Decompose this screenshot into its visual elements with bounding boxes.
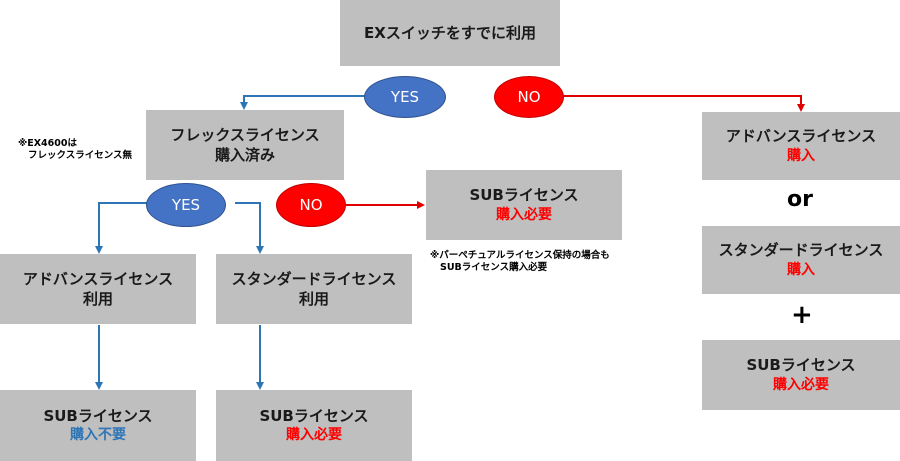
box-sublabel: 購入必要 (773, 376, 829, 393)
yes-oval-2: YES (146, 183, 226, 227)
arrow-yes-to-flex (240, 95, 366, 110)
box-label: アドバンスライセンス (22, 269, 174, 288)
or-text: or (787, 187, 813, 212)
note-ex4600: ※EX4600は フレックスライセンス無 (18, 138, 132, 163)
box-label: フレックスライセンス (170, 125, 320, 144)
box-existing-ex-switch: EXスイッチをすでに利用 (340, 0, 560, 66)
box-flex-license: フレックスライセンス 購入済み (146, 110, 344, 180)
box-sub-mid: SUBライセンス 購入必要 (216, 390, 412, 461)
box-label: スタンダードライセンス (718, 241, 884, 260)
box-advance-use: アドバンスライセンス 利用 (0, 254, 196, 324)
arrow-no-to-advance-buy (561, 95, 805, 112)
no-oval-2: NO (276, 183, 346, 227)
box-label: SUBライセンス (469, 186, 579, 205)
arrow-yes-to-advance-use (95, 202, 150, 254)
plus-text: + (791, 300, 813, 330)
box-sublabel: 購入 (787, 261, 815, 278)
box-sub-center: SUBライセンス 購入必要 (426, 170, 622, 240)
box-sub-right: SUBライセンス 購入必要 (702, 340, 900, 410)
note-line: SUBライセンス購入必要 (440, 262, 548, 274)
box-standard-buy: スタンダードライセンス 購入 (702, 226, 900, 294)
box-label: SUBライセンス (259, 406, 369, 425)
box-sublabel: 購入必要 (286, 427, 342, 444)
note-line: ※EX4600は (18, 138, 77, 149)
box-sublabel: 利用 (82, 290, 113, 308)
box-sublabel: 購入 (787, 147, 815, 164)
box-sublabel: 購入済み (214, 146, 275, 164)
box-label: アドバンスライセンス (725, 127, 877, 146)
yes-oval-1: YES (364, 76, 446, 118)
box-label: EXスイッチをすでに利用 (364, 23, 536, 42)
box-standard-use: スタンダードライセンス 利用 (216, 254, 412, 324)
box-label: スタンダードライセンス (231, 269, 397, 288)
box-sublabel: 利用 (298, 290, 329, 308)
note-line: フレックスライセンス無 (28, 150, 133, 162)
box-label: SUBライセンス (43, 406, 153, 425)
box-sublabel: 購入必要 (496, 206, 552, 223)
box-advance-buy: アドバンスライセンス 購入 (702, 112, 900, 180)
note-line: ※パーペチュアルライセンス保持の場合も (430, 250, 610, 261)
box-sub-left: SUBライセンス 購入不要 (0, 390, 196, 461)
box-sublabel: 購入不要 (70, 427, 126, 444)
no-oval-1: NO (494, 76, 564, 118)
arrow-yes-to-standard-use (235, 202, 264, 254)
box-label: SUBライセンス (746, 356, 856, 375)
note-perpetual: ※パーペチュアルライセンス保持の場合も SUBライセンス購入必要 (430, 250, 610, 275)
